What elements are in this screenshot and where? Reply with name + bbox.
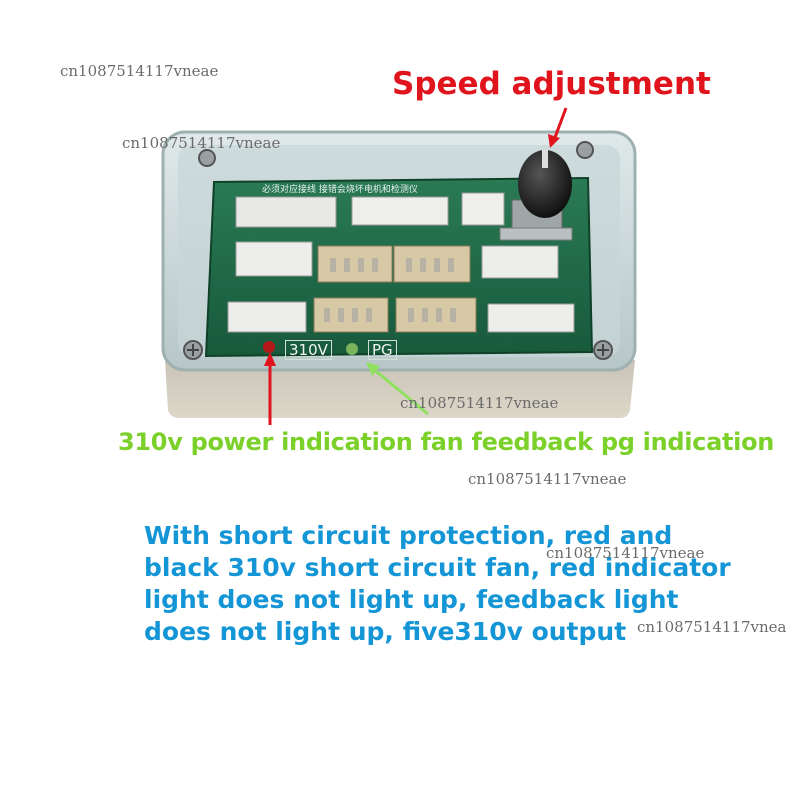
watermark: cn1087514117vneae: [60, 62, 219, 80]
description-line: black 310v short circuit fan, red indica…: [144, 553, 731, 582]
connector: [481, 245, 559, 279]
screw: [198, 149, 216, 167]
connector: [317, 245, 393, 283]
connector: [235, 196, 337, 228]
board-label-310v: 310V: [285, 340, 332, 360]
connector: [351, 196, 449, 226]
description-line: With short circuit protection, red and: [144, 521, 673, 550]
connector: [461, 192, 505, 226]
green-arrow: [371, 366, 429, 416]
description-line: does not light up, five310v output: [144, 617, 627, 646]
description-text: With short circuit protection, red and b…: [144, 520, 764, 648]
connector: [235, 241, 313, 277]
screw: [576, 141, 594, 159]
enclosure-body: [165, 360, 635, 418]
red-arrow: [552, 107, 568, 141]
speed-adjustment-label: Speed adjustment: [392, 66, 711, 102]
description-line: light does not light up, feedback light: [144, 585, 679, 614]
watermark: cn1087514117vneae: [546, 544, 705, 562]
connector: [227, 301, 307, 333]
board-label-pg: PG: [368, 340, 397, 360]
connector: [487, 303, 575, 333]
watermark: cn1087514117vneae: [400, 394, 559, 412]
green-led: [346, 343, 358, 355]
red-led: [263, 341, 275, 353]
indication-label: 310v power indication fan feedback pg in…: [118, 428, 775, 456]
watermark-cut: cn1087514117vnea: [637, 618, 787, 636]
connector: [393, 245, 471, 283]
watermark: cn1087514117vneae: [122, 134, 281, 152]
speed-knob: [518, 150, 572, 218]
watermark: cn1087514117vneae: [468, 470, 627, 488]
svg-text:必须对应接线 接错会烧坏电机和检测仪: 必须对应接线 接错会烧坏电机和检测仪: [262, 183, 418, 195]
